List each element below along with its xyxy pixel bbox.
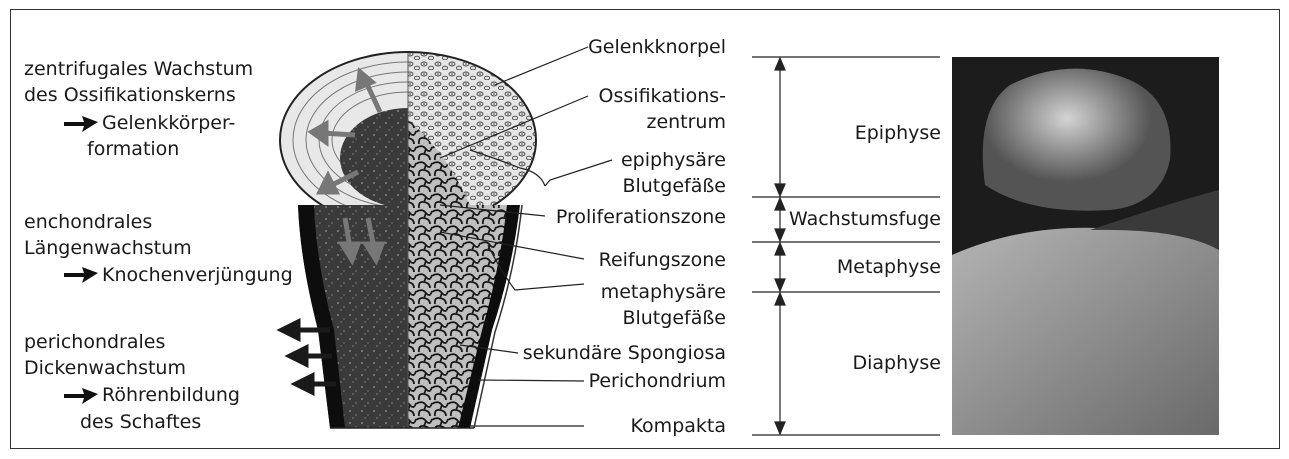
label-proliferationszone: Proliferationszone bbox=[556, 205, 726, 229]
label-epiphyse: Epiphyse bbox=[855, 121, 941, 145]
note-2-line2: Längenwachstum bbox=[24, 236, 192, 260]
label-metaphysaere-1: metaphysäre bbox=[601, 280, 726, 304]
note-1-line2: des Ossifikationskerns bbox=[24, 83, 236, 107]
label-sekundaere-spongiosa: sekundäre Spongiosa bbox=[523, 341, 726, 365]
note-1-line1: zentrifugales Wachstum bbox=[24, 57, 253, 81]
note-3-arrow-line: Röhrenbildung bbox=[102, 383, 240, 407]
label-kompakta: Kompakta bbox=[631, 414, 726, 438]
note-2-line1: enchondrales bbox=[24, 210, 152, 234]
label-diaphyse: Diaphyse bbox=[853, 351, 942, 375]
label-ossifikationszentrum-1: Ossifikations- bbox=[599, 84, 726, 108]
note-3-line2: Dickenwachstum bbox=[24, 356, 186, 380]
label-gelenkknorpel: Gelenkknorpel bbox=[588, 35, 726, 59]
note-2-arrow-line: Knochenverjüngung bbox=[102, 263, 293, 287]
label-wachstumsfuge: Wachstumsfuge bbox=[789, 207, 941, 231]
note-1-arrow-line: Gelenkkörper- bbox=[102, 111, 235, 135]
label-metaphyse: Metaphyse bbox=[837, 255, 941, 279]
note-3-line1: perichondrales bbox=[24, 330, 165, 354]
label-epiphysaere-1: epiphysäre bbox=[621, 148, 726, 172]
label-perichondrium: Perichondrium bbox=[589, 369, 726, 393]
note-1-line4: formation bbox=[87, 137, 179, 161]
label-epiphysaere-2: Blutgefäße bbox=[622, 174, 726, 198]
label-metaphysaere-2: Blutgefäße bbox=[622, 306, 726, 330]
xray-image bbox=[952, 57, 1219, 435]
note-3-line4: des Schaftes bbox=[80, 410, 201, 434]
label-reifungszone: Reifungszone bbox=[599, 248, 726, 272]
label-ossifikationszentrum-2: zentrum bbox=[646, 110, 726, 134]
